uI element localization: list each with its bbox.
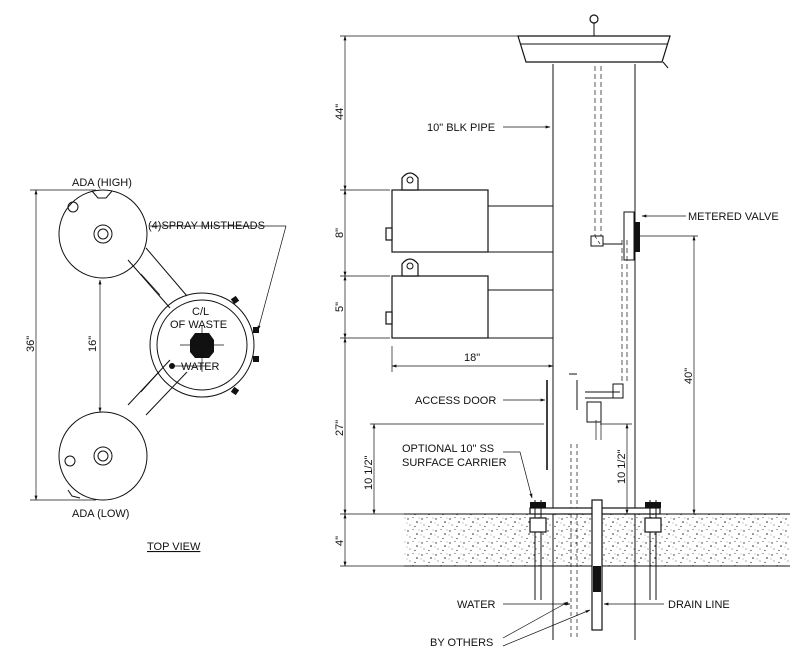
cl-label: C/L xyxy=(192,306,209,318)
shower-head xyxy=(517,14,671,69)
blk-pipe-label: 10" BLK PIPE xyxy=(427,122,495,134)
spray-mistheads-label: (4)SPRAY MISTHEADS xyxy=(148,220,265,232)
dim-10-5-right-label: 10 1/2" xyxy=(616,449,628,484)
by-others-label: BY OTHERS xyxy=(430,637,493,649)
basin-high xyxy=(385,172,553,253)
of-waste-label: OF WASTE xyxy=(170,319,227,331)
carrier-label-line2: SURFACE CARRIER xyxy=(402,457,507,469)
metered-valve xyxy=(623,211,640,261)
top-basin-high xyxy=(58,189,148,279)
dim-8-label: 8" xyxy=(334,228,346,238)
surface-carrier xyxy=(529,499,662,631)
carrier-label-line1: OPTIONAL 10" SS xyxy=(402,443,494,455)
side-water-label: WATER xyxy=(457,599,496,611)
top-view-caption: TOP VIEW xyxy=(147,541,201,553)
dim-10-5-left-label: 10 1/2" xyxy=(363,455,375,490)
top-dimensions xyxy=(30,189,287,501)
side-dimensions xyxy=(340,35,698,567)
dim-36-label: 36" xyxy=(25,336,37,352)
metered-valve-label: METERED VALVE xyxy=(688,211,779,223)
drain-line-label: DRAIN LINE xyxy=(668,599,730,611)
dim-18-label: 18" xyxy=(464,352,480,364)
dim-4-label: 4" xyxy=(334,536,346,546)
top-basin-low xyxy=(58,411,148,501)
top-waste-hub xyxy=(149,292,259,398)
dim-40-label: 40" xyxy=(683,368,695,384)
side-view: 44" 8" 5" 27" 10 1/2" 10 1/2" 4" 18" 40"… xyxy=(334,14,790,649)
ada-high-label: ADA (HIGH) xyxy=(72,177,132,189)
basin-low xyxy=(385,258,553,339)
dim-5-label: 5" xyxy=(334,302,346,312)
dim-16-label: 16" xyxy=(87,336,99,352)
access-door-label: ACCESS DOOR xyxy=(415,395,496,407)
top-water-label: WATER xyxy=(181,361,220,373)
dim-27-label: 27" xyxy=(334,420,346,436)
top-arms xyxy=(127,247,188,416)
main-pipe xyxy=(552,64,636,640)
top-view: ADA (HIGH) ADA (LOW) (4)SPRAY MISTHEADS … xyxy=(25,177,287,553)
dim-44-label: 44" xyxy=(334,104,346,120)
leaders xyxy=(502,125,686,647)
ada-low-label: ADA (LOW) xyxy=(72,508,129,520)
supply-line xyxy=(569,66,628,640)
